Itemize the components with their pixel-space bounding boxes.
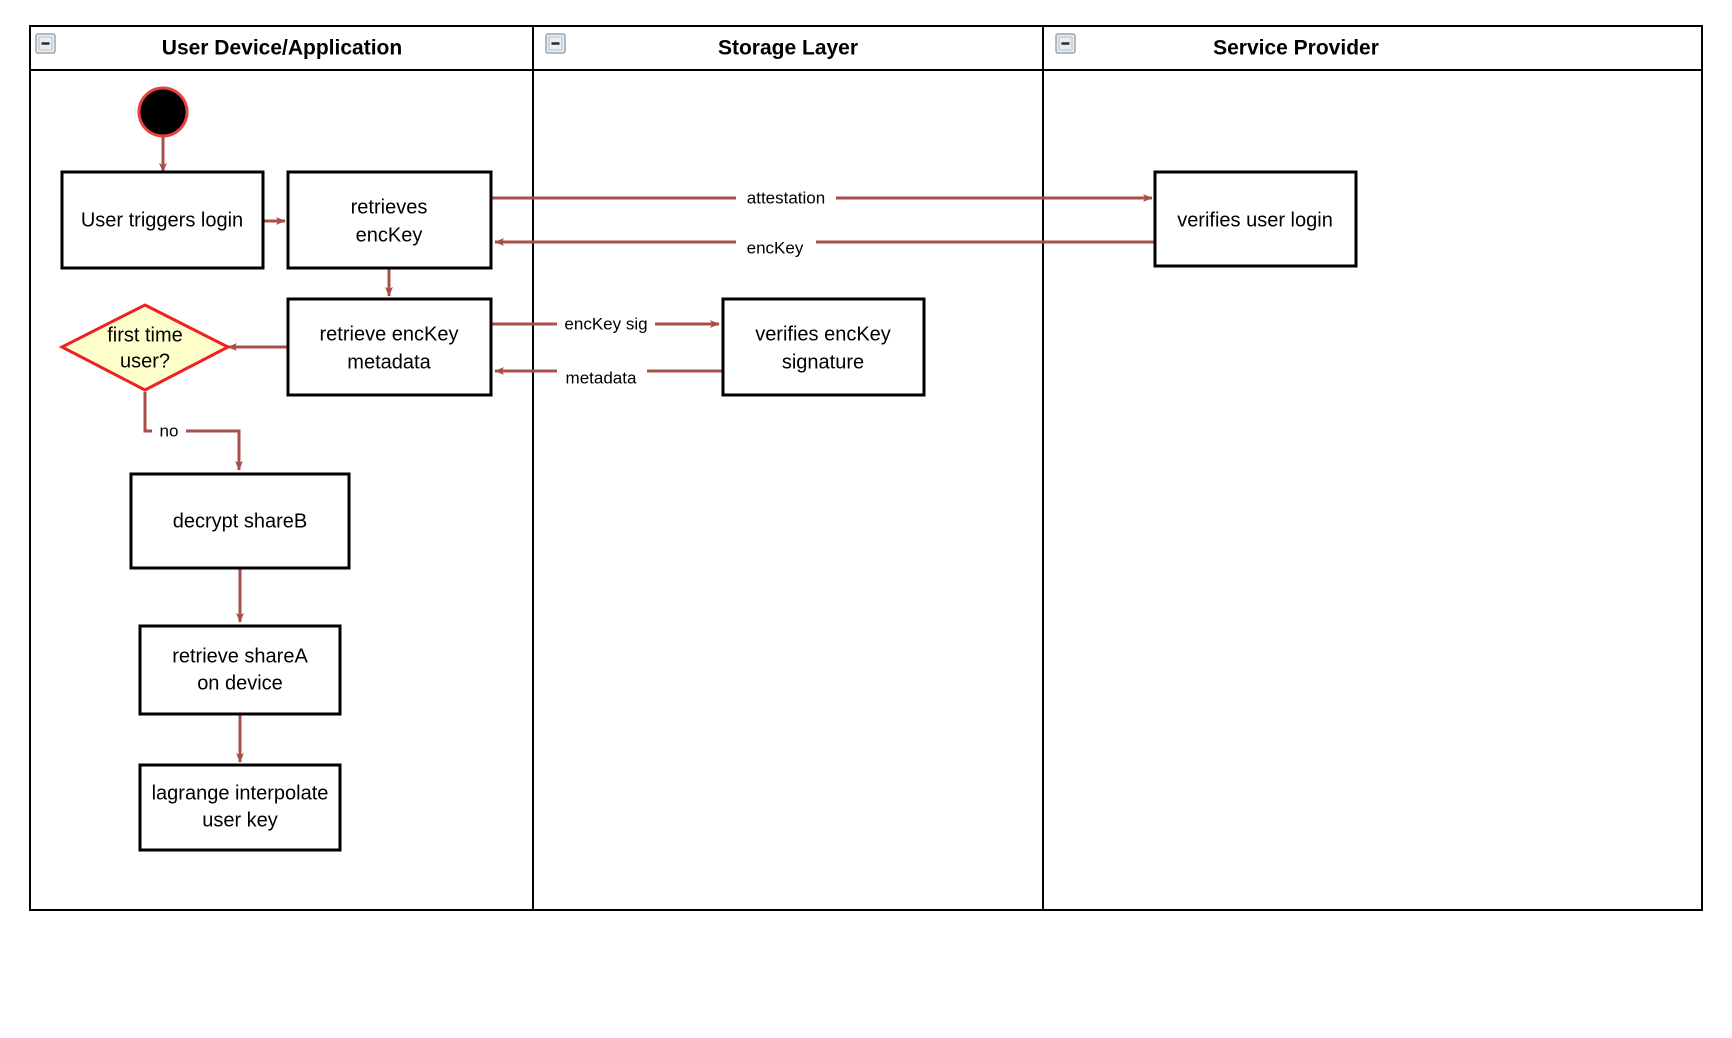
node-label-line1: lagrange interpolate [152, 782, 329, 804]
node-label-line2: user? [120, 350, 170, 372]
node-label-line2: on device [197, 672, 283, 694]
node-label: decrypt shareB [173, 510, 308, 532]
edge-label-bg-no [152, 421, 186, 441]
node-first-time-user-decision[interactable]: first time user? [58, 303, 232, 392]
node-retrieve-sharea-on-device[interactable]: retrieve shareA on device [138, 624, 342, 716]
node-label-line2: encKey [356, 224, 423, 246]
node-label-line1: retrieve encKey [320, 323, 459, 345]
edge-label-metadata: metadata [566, 368, 637, 387]
node-box [286, 297, 493, 397]
node-initial-start[interactable] [137, 86, 189, 138]
node-retrieves-enckey[interactable]: retrieves encKey [286, 170, 493, 270]
node-label-line1: retrieves [351, 196, 428, 218]
node-label-line2: user key [202, 809, 278, 831]
node-box [721, 297, 926, 397]
node-label-line2: signature [782, 351, 864, 373]
node-label-line1: retrieve shareA [172, 645, 308, 667]
edge-label-bg-metadata [557, 368, 647, 389]
node-label: User triggers login [81, 209, 243, 231]
node-verifies-enckey-signature[interactable]: verifies encKey signature [721, 297, 926, 397]
lane-header-storage-layer[interactable]: Storage Layer [545, 33, 858, 60]
node-label-line1: verifies encKey [755, 323, 891, 345]
node-box [1153, 170, 1358, 268]
node-label: verifies user login [1177, 209, 1333, 231]
node-label-line2: metadata [347, 351, 431, 373]
node-user-triggers-login[interactable]: User triggers login [60, 170, 265, 270]
lane-title-user-device: User Device/Application [162, 37, 402, 60]
edge-label-bg-enckey-sig [557, 314, 655, 335]
node-label-line1: first time [107, 324, 183, 346]
edge-label-no: no [160, 421, 179, 440]
lane-header-user-device[interactable]: User Device/Application [35, 33, 402, 60]
node-lagrange-interpolate-user-key[interactable]: lagrange interpolate user key [138, 763, 342, 852]
edge-label-enckey-sig: encKey sig [564, 314, 647, 333]
decision-diamond [58, 303, 232, 392]
initial-node-icon [137, 86, 189, 138]
node-box [60, 170, 265, 270]
edge-label-bg-attestation [736, 188, 836, 209]
edge-label-attestation: attestation [747, 188, 825, 207]
lane-header-service-provider[interactable]: Service Provider [1055, 33, 1379, 60]
node-box [138, 763, 342, 852]
node-retrieve-enckey-metadata[interactable]: retrieve encKey metadata [286, 297, 493, 397]
collapse-minus-icon[interactable] [35, 33, 56, 54]
edge-label-bg-enckey [736, 238, 816, 259]
edge-decision-no-to-decrypt [143, 392, 243, 471]
node-box [286, 170, 493, 270]
collapse-minus-icon[interactable] [1055, 33, 1076, 54]
lane-title-service-provider: Service Provider [1213, 37, 1379, 60]
node-verifies-user-login[interactable]: verifies user login [1153, 170, 1358, 268]
node-box [129, 472, 351, 570]
edge-label-enckey: encKey [747, 238, 804, 257]
lane-title-storage-layer: Storage Layer [718, 37, 858, 60]
collapse-minus-icon[interactable] [545, 33, 566, 54]
node-box [138, 624, 342, 716]
node-decrypt-shareb[interactable]: decrypt shareB [129, 472, 351, 570]
